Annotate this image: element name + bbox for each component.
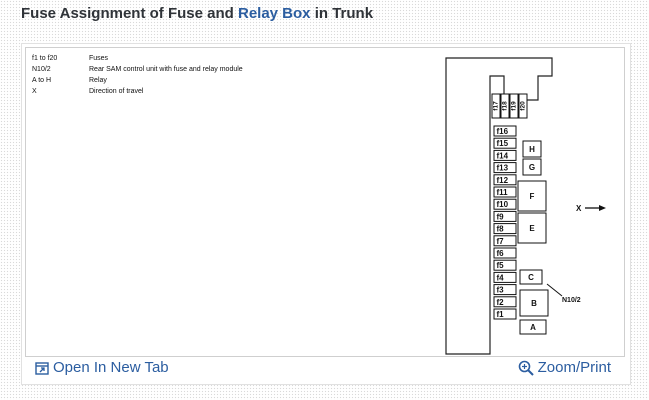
- fuse-label: f19: [511, 101, 518, 111]
- page-title: Fuse Assignment of Fuse and Relay Box in…: [21, 5, 373, 22]
- legend-desc: Rear SAM control unit with fuse and rela…: [89, 66, 243, 73]
- top-fuse-f17: f17: [491, 93, 501, 119]
- legend-code: A to H: [32, 77, 52, 84]
- fuse-label: f17: [493, 101, 500, 111]
- top-fuse-f18: f18: [500, 93, 510, 119]
- fuse-label: f3: [497, 286, 505, 295]
- fuse-f16: f16: [493, 125, 517, 137]
- legend-code: N10/2: [32, 66, 51, 73]
- fuse-f12: f12: [493, 174, 517, 186]
- top-fuse-f19: f19: [509, 93, 519, 119]
- legend-row: N10/2 Rear SAM control unit with fuse an…: [32, 64, 243, 75]
- legend-row: X Direction of travel: [32, 86, 243, 97]
- fuse-label: f5: [497, 261, 505, 270]
- title-text-part2: in Trunk: [310, 5, 374, 22]
- fuse-label: f13: [497, 164, 509, 173]
- module-pointer-line: [546, 283, 563, 297]
- relay-e: E: [517, 212, 547, 244]
- fuse-label: f14: [497, 151, 509, 160]
- legend-code: X: [32, 88, 37, 95]
- fuse-label: f9: [497, 212, 505, 221]
- fuse-label: f15: [497, 139, 509, 148]
- fuse-label: f1: [497, 310, 505, 319]
- fuse-label: f12: [497, 176, 509, 185]
- title-highlight: Relay Box: [237, 5, 311, 22]
- top-fuse-f20: f20: [518, 93, 528, 119]
- fuse-f4: f4: [493, 271, 517, 283]
- relay-label: H: [529, 145, 535, 154]
- zoom-print-link[interactable]: Zoom/Print: [518, 359, 611, 376]
- fuse-label: f11: [497, 188, 509, 197]
- relay-label: A: [530, 323, 536, 332]
- fuse-f11: f11: [493, 186, 517, 198]
- relay-h: H: [522, 140, 542, 158]
- fuse-label: f18: [502, 101, 509, 111]
- fuse-label: f6: [497, 249, 505, 258]
- zoom-print-label: Zoom/Print: [537, 359, 611, 376]
- fuse-f6: f6: [493, 247, 517, 259]
- legend-table: f1 to f20 Fuses N10/2 Rear SAM control u…: [32, 53, 243, 97]
- fuse-f3: f3: [493, 284, 517, 296]
- legend-desc: Relay: [89, 77, 107, 84]
- fuse-label: f7: [497, 237, 505, 246]
- fuse-label: f20: [520, 101, 527, 111]
- fuse-f7: f7: [493, 235, 517, 247]
- fuse-f14: f14: [493, 149, 517, 161]
- open-new-tab-icon: [35, 361, 49, 375]
- module-label: N10/2: [562, 297, 581, 304]
- relay-label: F: [530, 192, 535, 201]
- relay-label: E: [529, 224, 535, 233]
- fuse-diagram-image: f1 to f20 Fuses N10/2 Rear SAM control u…: [25, 47, 625, 357]
- fuse-label: f16: [497, 127, 509, 136]
- fuse-column: f16 f15 f14 f13 f12 f11 f10 f9 f8 f7 f6 f5 f4 f3 f2 f1: [493, 125, 517, 320]
- relay-label: B: [531, 299, 537, 308]
- relay-g: G: [522, 158, 542, 176]
- fuse-label: f2: [497, 298, 505, 307]
- fuse-label: f4: [497, 273, 505, 282]
- zoom-icon: [518, 360, 534, 376]
- fuse-f13: f13: [493, 162, 517, 174]
- relay-c: C: [519, 269, 543, 285]
- fuse-f1: f1: [493, 308, 517, 320]
- open-in-new-tab-label: Open In New Tab: [53, 359, 169, 376]
- title-text-part1: Fuse Assignment of Fuse and: [21, 5, 238, 22]
- relay-a: A: [519, 319, 547, 335]
- direction-label: X: [576, 204, 582, 213]
- fuse-f10: f10: [493, 198, 517, 210]
- open-in-new-tab-link[interactable]: Open In New Tab: [35, 359, 169, 376]
- relay-f: F: [517, 180, 547, 212]
- fuse-f5: f5: [493, 259, 517, 271]
- legend-desc: Direction of travel: [89, 88, 144, 95]
- relay-b: B: [519, 289, 549, 317]
- legend-row: f1 to f20 Fuses: [32, 53, 243, 64]
- fuse-f9: f9: [493, 210, 517, 222]
- image-panel: f1 to f20 Fuses N10/2 Rear SAM control u…: [21, 43, 631, 385]
- direction-arrowhead-icon: [599, 205, 606, 211]
- fuse-f15: f15: [493, 137, 517, 149]
- legend-row: A to H Relay: [32, 75, 243, 86]
- legend-code: f1 to f20: [32, 55, 58, 62]
- fuse-label: f8: [497, 225, 505, 234]
- relay-label: G: [529, 163, 535, 172]
- fuse-f8: f8: [493, 223, 517, 235]
- relay-group: HG F E C B A: [517, 140, 549, 335]
- fuse-label: f10: [497, 200, 509, 209]
- legend-desc: Fuses: [89, 55, 109, 62]
- relay-label: C: [528, 273, 534, 282]
- fuse-f2: f2: [493, 296, 517, 308]
